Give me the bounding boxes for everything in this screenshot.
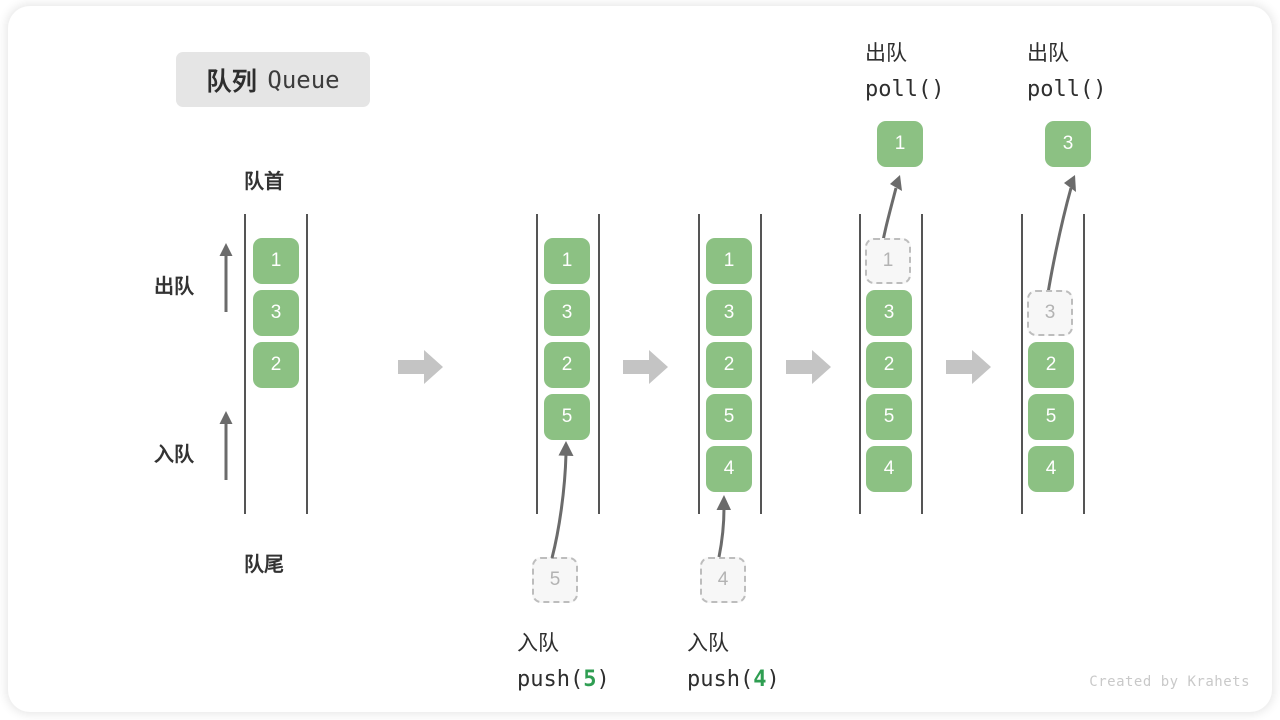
polled-element: 1 xyxy=(877,121,923,167)
queue-cell: 2 xyxy=(866,342,912,388)
queue-cell: 5 xyxy=(866,394,912,440)
incoming-element-ghost: 5 xyxy=(532,557,578,603)
push-arrow-icon xyxy=(528,436,598,561)
poll-header-code: poll() xyxy=(865,77,945,102)
queue-cell: 3 xyxy=(866,290,912,336)
step-arrow-icon xyxy=(786,349,832,385)
push-caption-col3: 入队 push(4) xyxy=(687,626,780,698)
diagram-card: 队列 Queue 队首 队尾 出队 入队 1 3 2 xyxy=(8,6,1272,712)
diagram-title-badge: 队列 Queue xyxy=(176,52,370,107)
queue-cell: 2 xyxy=(706,342,752,388)
queue-rail-left-col3 xyxy=(698,214,700,514)
poll-header-cn: 出队 xyxy=(1027,42,1069,65)
queue-rail-left-col1 xyxy=(244,214,246,514)
queue-cell-removed: 3 xyxy=(1027,290,1073,336)
queue-rail-right-col5 xyxy=(1083,214,1085,514)
attribution-footer: Created by Krahets xyxy=(1089,674,1250,690)
poll-header-col4: 出队 poll() xyxy=(865,36,944,108)
queue-rail-right-col2 xyxy=(598,214,600,514)
queue-rail-left-col4 xyxy=(859,214,861,514)
queue-cell: 3 xyxy=(706,290,752,336)
queue-cell: 1 xyxy=(253,238,299,284)
poll-header-cn: 出队 xyxy=(865,42,907,65)
enqueue-direction-arrow-icon xyxy=(214,410,238,482)
queue-cell: 2 xyxy=(544,342,590,388)
poll-header-code: poll() xyxy=(1027,77,1107,102)
queue-cell: 3 xyxy=(253,290,299,336)
poll-header-col5: 出队 poll() xyxy=(1027,36,1106,108)
queue-rail-right-col4 xyxy=(921,214,923,514)
push-caption-cn: 入队 xyxy=(517,632,559,655)
queue-cell: 5 xyxy=(1028,394,1074,440)
rear-label: 队尾 xyxy=(244,554,284,576)
queue-cell: 3 xyxy=(544,290,590,336)
push-caption-cn: 入队 xyxy=(687,632,729,655)
queue-cell-new: 4 xyxy=(706,446,752,492)
step-arrow-icon xyxy=(946,349,992,385)
queue-rail-left-col2 xyxy=(536,214,538,514)
queue-rail-right-col1 xyxy=(306,214,308,514)
queue-cell: 1 xyxy=(706,238,752,284)
polled-element: 3 xyxy=(1045,121,1091,167)
queue-rail-left-col5 xyxy=(1021,214,1023,514)
queue-cell: 4 xyxy=(1028,446,1074,492)
queue-cell: 1 xyxy=(544,238,590,284)
push-caption-code: push(4) xyxy=(687,667,780,692)
step-arrow-icon xyxy=(398,349,444,385)
title-cn: 队列 xyxy=(206,67,258,96)
front-label: 队首 xyxy=(244,171,284,193)
push-caption-code: push(5) xyxy=(517,667,610,692)
dequeue-side-label: 出队 xyxy=(154,276,194,298)
queue-cell: 4 xyxy=(866,446,912,492)
queue-cell-new: 5 xyxy=(544,394,590,440)
queue-cell: 2 xyxy=(253,342,299,388)
title-en: Queue xyxy=(267,65,340,94)
push-arrow-icon xyxy=(700,490,760,560)
queue-cell-removed: 1 xyxy=(865,238,911,284)
push-caption-col2: 入队 push(5) xyxy=(517,626,610,698)
incoming-element-ghost: 4 xyxy=(700,557,746,603)
dequeue-direction-arrow-icon xyxy=(214,242,238,314)
queue-rail-right-col3 xyxy=(760,214,762,514)
step-arrow-icon xyxy=(623,349,669,385)
queue-cell: 2 xyxy=(1028,342,1074,388)
queue-cell: 5 xyxy=(706,394,752,440)
enqueue-side-label: 入队 xyxy=(154,444,194,466)
